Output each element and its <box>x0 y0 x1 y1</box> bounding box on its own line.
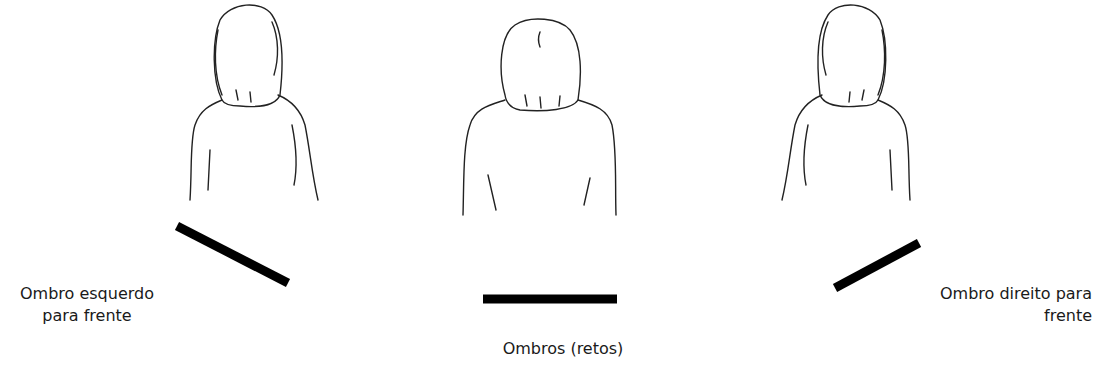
shoulder-label: Ombro direito para frente <box>930 283 1092 327</box>
body-contour <box>878 100 910 200</box>
head-hair <box>214 5 282 107</box>
hair-strand <box>272 22 278 75</box>
person-figure <box>190 5 318 200</box>
head-hair <box>818 5 886 107</box>
hair-strand <box>878 30 885 95</box>
body-contour <box>278 95 318 200</box>
body-contour <box>463 100 505 215</box>
hair-strand <box>822 22 828 75</box>
body-contour <box>578 100 616 215</box>
shoulder-bar <box>177 226 288 283</box>
head-hair <box>501 19 580 111</box>
hair-strand <box>539 32 541 47</box>
shoulder-bars <box>177 226 919 299</box>
person-figure <box>463 19 616 215</box>
arm-line <box>208 150 210 190</box>
hair-strand <box>236 90 251 102</box>
body-contour <box>782 95 822 200</box>
arm-line <box>584 178 590 205</box>
person-figure <box>782 5 910 200</box>
arm-line <box>804 125 808 185</box>
body-contour <box>190 100 222 200</box>
arm-line <box>488 175 496 210</box>
arm-line <box>292 125 296 185</box>
shoulder-label: Ombro esquerdo para frente <box>8 283 166 327</box>
arm-line <box>890 150 892 190</box>
hair-strand <box>849 90 864 102</box>
shoulder-label: Ombros (retos) <box>448 338 678 360</box>
shoulder-bar <box>483 295 617 304</box>
hair-strand <box>525 95 560 108</box>
hair-strand <box>215 30 222 95</box>
shoulder-bar <box>835 243 919 288</box>
